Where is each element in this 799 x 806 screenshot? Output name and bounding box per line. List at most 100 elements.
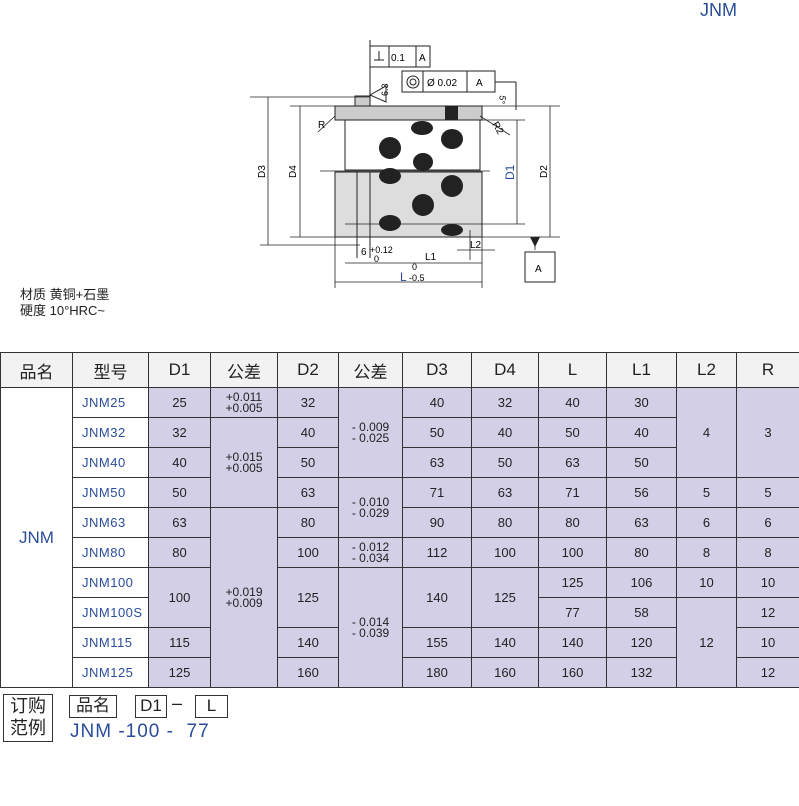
model: JNM100 bbox=[72, 567, 149, 598]
material-info: 材质 黄铜+石墨 硬度 10°HRC~ bbox=[20, 287, 109, 319]
l-tol-up: 0 bbox=[412, 262, 417, 272]
datum-label: A bbox=[535, 264, 542, 275]
col-header: L1 bbox=[606, 352, 677, 388]
r: 3 bbox=[736, 387, 799, 478]
d3: 50 bbox=[402, 417, 472, 448]
d4: 160 bbox=[471, 657, 539, 688]
col-header: 公差 bbox=[210, 352, 278, 388]
d2: 140 bbox=[277, 627, 339, 658]
tol-lower: +0.009 bbox=[225, 595, 263, 610]
col-header: D2 bbox=[277, 352, 339, 388]
d1-box: D1 bbox=[135, 695, 167, 718]
l-label: L bbox=[400, 270, 407, 284]
tol-lower: - 0.025 bbox=[351, 430, 390, 445]
d4: 63 bbox=[471, 477, 539, 508]
d2-tol: - 0.009- 0.025 bbox=[338, 387, 403, 478]
d4: 40 bbox=[471, 417, 539, 448]
r: 6 bbox=[736, 507, 799, 538]
d1: 40 bbox=[148, 447, 211, 478]
l1: 40 bbox=[606, 417, 677, 448]
d1-tol: +0.015+0.005 bbox=[210, 417, 278, 508]
tol-lower: +0.005 bbox=[225, 460, 263, 475]
tol-upper: +0.019 bbox=[225, 584, 263, 599]
d2: 160 bbox=[277, 657, 339, 688]
model: JNM100S bbox=[72, 597, 149, 628]
d3: 40 bbox=[402, 387, 472, 418]
d4-label: D4 bbox=[288, 165, 299, 178]
d4: 100 bbox=[471, 537, 539, 568]
d2: 125 bbox=[277, 567, 339, 628]
l: 71 bbox=[538, 477, 607, 508]
d3: 63 bbox=[402, 447, 472, 478]
col-header: L2 bbox=[676, 352, 737, 388]
bushing-drawing: 0.1 A Ø 0.02 A 6.3 5° R R2 D3 D4 D1 D2 6… bbox=[250, 40, 560, 288]
d4: 50 bbox=[471, 447, 539, 478]
model: JNM32 bbox=[72, 417, 149, 448]
table-row: JNM JNM25 25 +0.011+0.005 32 - 0.009- 0.… bbox=[0, 387, 799, 688]
tol-upper: - 0.009 bbox=[351, 419, 390, 434]
col-header: R bbox=[736, 352, 799, 388]
d3: 71 bbox=[402, 477, 472, 508]
d4: 125 bbox=[471, 567, 539, 628]
groove-tol-lo: 0 bbox=[374, 254, 379, 264]
d4: 32 bbox=[471, 387, 539, 418]
model: JNM115 bbox=[72, 627, 149, 658]
r: 8 bbox=[736, 537, 799, 568]
l-tol-lo: -0.5 bbox=[409, 273, 425, 283]
d2: 63 bbox=[277, 477, 339, 508]
d2: 40 bbox=[277, 417, 339, 448]
col-header: D1 bbox=[148, 352, 211, 388]
l1: 58 bbox=[606, 597, 677, 628]
d3: 90 bbox=[402, 507, 472, 538]
d1: 63 bbox=[148, 507, 211, 538]
l: 160 bbox=[538, 657, 607, 688]
l-box: L bbox=[195, 695, 228, 718]
tol-lower: - 0.029 bbox=[351, 505, 390, 520]
l1: 80 bbox=[606, 537, 677, 568]
groove-label: 6 bbox=[361, 247, 367, 258]
r-label: R bbox=[318, 120, 325, 131]
d2: 100 bbox=[277, 537, 339, 568]
col-header: 型号 bbox=[72, 352, 149, 388]
col-header: 公差 bbox=[338, 352, 403, 388]
col-header: L bbox=[538, 352, 607, 388]
tol-lower: +0.005 bbox=[225, 400, 263, 415]
tol-upper: - 0.010 bbox=[351, 494, 390, 509]
d2-tol: - 0.012- 0.034 bbox=[338, 537, 403, 568]
model: JNM40 bbox=[72, 447, 149, 478]
d4: 80 bbox=[471, 507, 539, 538]
model: JNM125 bbox=[72, 657, 149, 688]
l1: 30 bbox=[606, 387, 677, 418]
conc-datum: A bbox=[476, 78, 483, 89]
l1: 56 bbox=[606, 477, 677, 508]
r: 12 bbox=[736, 657, 799, 688]
tol-upper: - 0.012 bbox=[351, 539, 390, 554]
r2-label: R2 bbox=[489, 120, 505, 137]
angle: 5° bbox=[496, 95, 507, 106]
l: 80 bbox=[538, 507, 607, 538]
product-name: JNM bbox=[0, 387, 73, 688]
r: 5 bbox=[736, 477, 799, 508]
d2: 50 bbox=[277, 447, 339, 478]
dash: – bbox=[172, 693, 183, 713]
order-label-2: 范例 bbox=[10, 718, 46, 738]
tol-lower: - 0.034 bbox=[351, 550, 390, 565]
l2-label: L2 bbox=[470, 240, 482, 251]
d2-tol: - 0.010- 0.029 bbox=[338, 477, 403, 538]
d1: 32 bbox=[148, 417, 211, 448]
tol-upper: +0.011 bbox=[225, 389, 263, 404]
l: 125 bbox=[538, 567, 607, 598]
d3: 155 bbox=[402, 627, 472, 658]
col-header: D3 bbox=[402, 352, 472, 388]
d4: 140 bbox=[471, 627, 539, 658]
d3: 112 bbox=[402, 537, 472, 568]
l1: 132 bbox=[606, 657, 677, 688]
d2: 80 bbox=[277, 507, 339, 538]
